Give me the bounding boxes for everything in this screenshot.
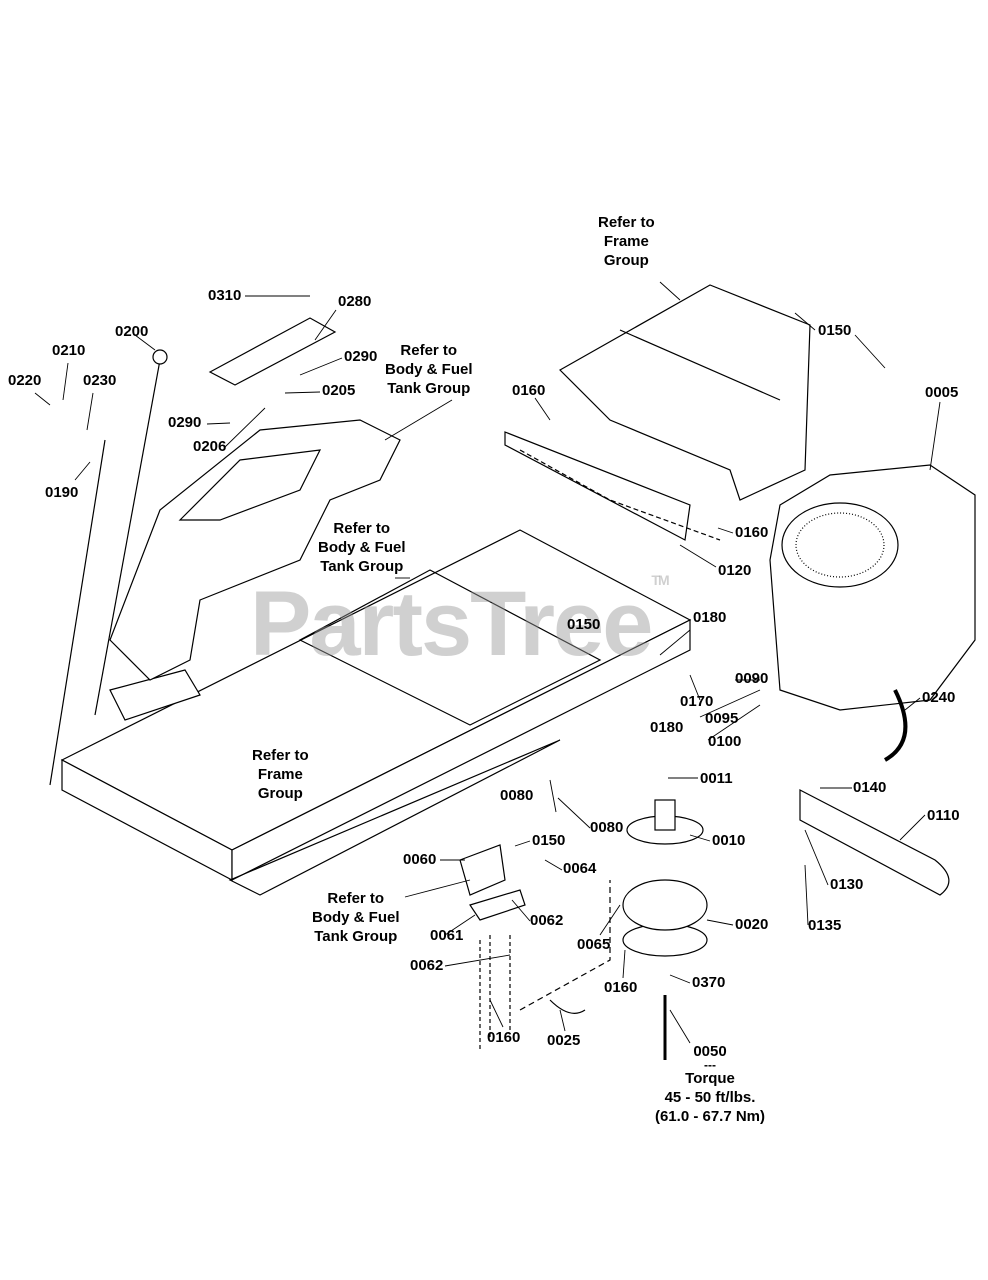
callout-0011: 0011 — [700, 770, 733, 787]
dipstick-knob — [152, 349, 168, 365]
heat-shield — [504, 284, 811, 541]
callout-0090: 0090 — [735, 670, 769, 687]
callout-0180: 0180 — [693, 609, 727, 626]
callout-0205: 0205 — [322, 382, 356, 399]
callout-0160: 0160 — [512, 382, 546, 399]
callout-0010: 0010 — [712, 832, 746, 849]
callout-0080: 0080 — [590, 819, 624, 836]
callout-0095: 0095 — [705, 710, 739, 727]
callout-0180: 0180 — [650, 719, 684, 736]
callout-0206: 0206 — [193, 438, 227, 455]
callout-0100: 0100 — [708, 733, 742, 750]
callout-0025: 0025 — [547, 1032, 581, 1049]
callout-0170: 0170 — [680, 693, 714, 710]
torque-title: Torque — [685, 1070, 735, 1087]
bracket-0060 — [459, 844, 506, 896]
callout-0064: 0064 — [563, 860, 597, 877]
bracket-0120 — [504, 431, 691, 541]
main-frame — [60, 529, 692, 896]
leader-lines — [34, 281, 941, 1044]
callout-0130: 0130 — [830, 876, 864, 893]
callout-0200: 0200 — [115, 323, 149, 340]
callout-0310: 0310 — [208, 287, 242, 304]
callout-0370: 0370 — [692, 974, 726, 991]
engine-0005 — [769, 464, 976, 762]
callout-0230: 0230 — [83, 372, 117, 389]
callout-0135: 0135 — [808, 917, 842, 934]
callout-0240: 0240 — [922, 689, 956, 706]
callout-0150: 0150 — [532, 832, 566, 849]
dipstick-tube — [94, 359, 161, 716]
callout-0061: 0061 — [430, 927, 464, 944]
callout-0062: 0062 — [530, 912, 564, 929]
torque-metric: (61.0 - 67.7 Nm) — [654, 1108, 766, 1125]
callout-0110: 0110 — [927, 807, 960, 824]
control-plate-0280 — [208, 317, 337, 386]
bracket-0061 — [469, 889, 526, 921]
callout-0160: 0160 — [604, 979, 638, 996]
throttle-cable — [49, 439, 106, 786]
callout-0290: 0290 — [168, 414, 202, 431]
callout-0080: 0080 — [500, 787, 534, 804]
callout-0060: 0060 — [403, 851, 437, 868]
callout-0005: 0005 — [925, 384, 959, 401]
watermark: PartsTreeTM — [250, 572, 670, 675]
torque-separator: --- — [704, 1058, 716, 1072]
callout-0050: 0050 — [693, 1043, 727, 1060]
callout-0160: 0160 — [487, 1029, 521, 1046]
callout-0065: 0065 — [577, 936, 611, 953]
callout-0290: 0290 — [344, 348, 378, 365]
console-body — [109, 419, 401, 681]
torque-imperial: 45 - 50 ft/lbs. — [664, 1089, 756, 1106]
pedal-pad — [109, 669, 201, 721]
callout-0150: 0150 — [818, 322, 852, 339]
callout-0020: 0020 — [735, 916, 769, 933]
callout-0140: 0140 — [853, 779, 887, 796]
callout-0210: 0210 — [52, 342, 86, 359]
callout-0120: 0120 — [718, 562, 752, 579]
callout-0150: 0150 — [567, 616, 601, 633]
callout-0190: 0190 — [45, 484, 79, 501]
pulley-0010 — [626, 799, 704, 845]
cable-tie-0025 — [549, 999, 586, 1014]
clutch-0020 — [622, 879, 708, 957]
callout-0062: 0062 — [410, 957, 444, 974]
muffler-0110 — [799, 789, 950, 896]
callout-0280: 0280 — [338, 293, 372, 310]
callout-0220: 0220 — [8, 372, 42, 389]
callout-0160: 0160 — [735, 524, 769, 541]
torque-note: 0050 --- Torque 45 - 50 ft/lbs. (61.0 - … — [632, 1042, 788, 1126]
